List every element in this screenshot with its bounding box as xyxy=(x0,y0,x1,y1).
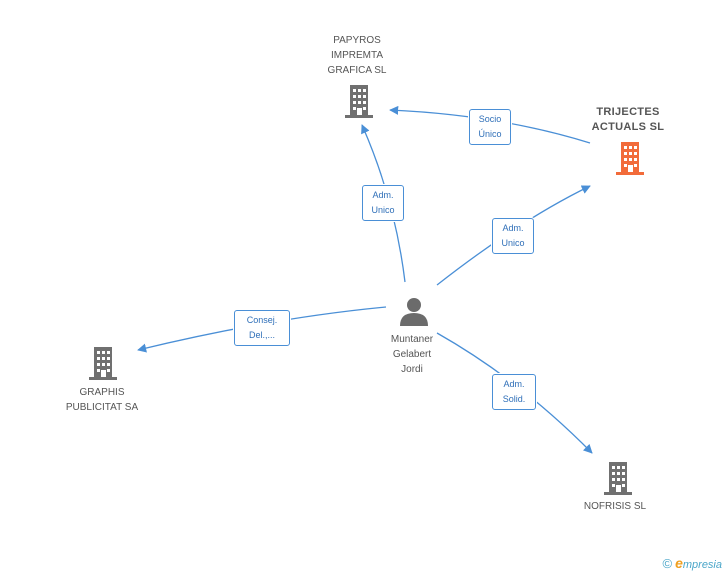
edge-label-adm-solid[interactable]: Adm. Solid. xyxy=(492,374,536,410)
node-label-trijectes: TRIJECTES ACTUALS SL xyxy=(591,106,665,133)
edge-label-adm-unico-papyros[interactable]: Adm. Unico xyxy=(362,185,404,221)
node-label-papyros: PAPYROS IMPREMTA GRAFICA SL xyxy=(327,35,387,76)
building-icon xyxy=(89,347,117,380)
node-person[interactable] xyxy=(398,296,430,331)
node-trijectes[interactable] xyxy=(614,141,646,180)
edge-label-adm-unico-trijectes[interactable]: Adm. Unico xyxy=(492,218,534,254)
copyright-icon: © xyxy=(662,555,673,571)
building-icon xyxy=(616,142,644,175)
node-label-nofrisis: NOFRISIS SL xyxy=(583,501,647,512)
node-graphis[interactable] xyxy=(87,346,119,385)
footer-brand[interactable]: © empresia xyxy=(662,555,722,571)
node-label-person: Muntaner Gelabert Jordi xyxy=(390,334,434,375)
building-icon xyxy=(345,85,373,118)
node-nofrisis[interactable] xyxy=(602,461,634,500)
edge-label-consej-del[interactable]: Consej. Del.,... xyxy=(234,310,290,346)
building-icon xyxy=(604,462,632,495)
node-papyros[interactable] xyxy=(343,84,375,123)
edge-label-socio-unico[interactable]: Socio Único xyxy=(469,109,511,145)
brand-logo: empresia xyxy=(675,555,722,571)
node-label-graphis: GRAPHIS PUBLICITAT SA xyxy=(65,387,139,413)
person-icon xyxy=(400,298,428,326)
